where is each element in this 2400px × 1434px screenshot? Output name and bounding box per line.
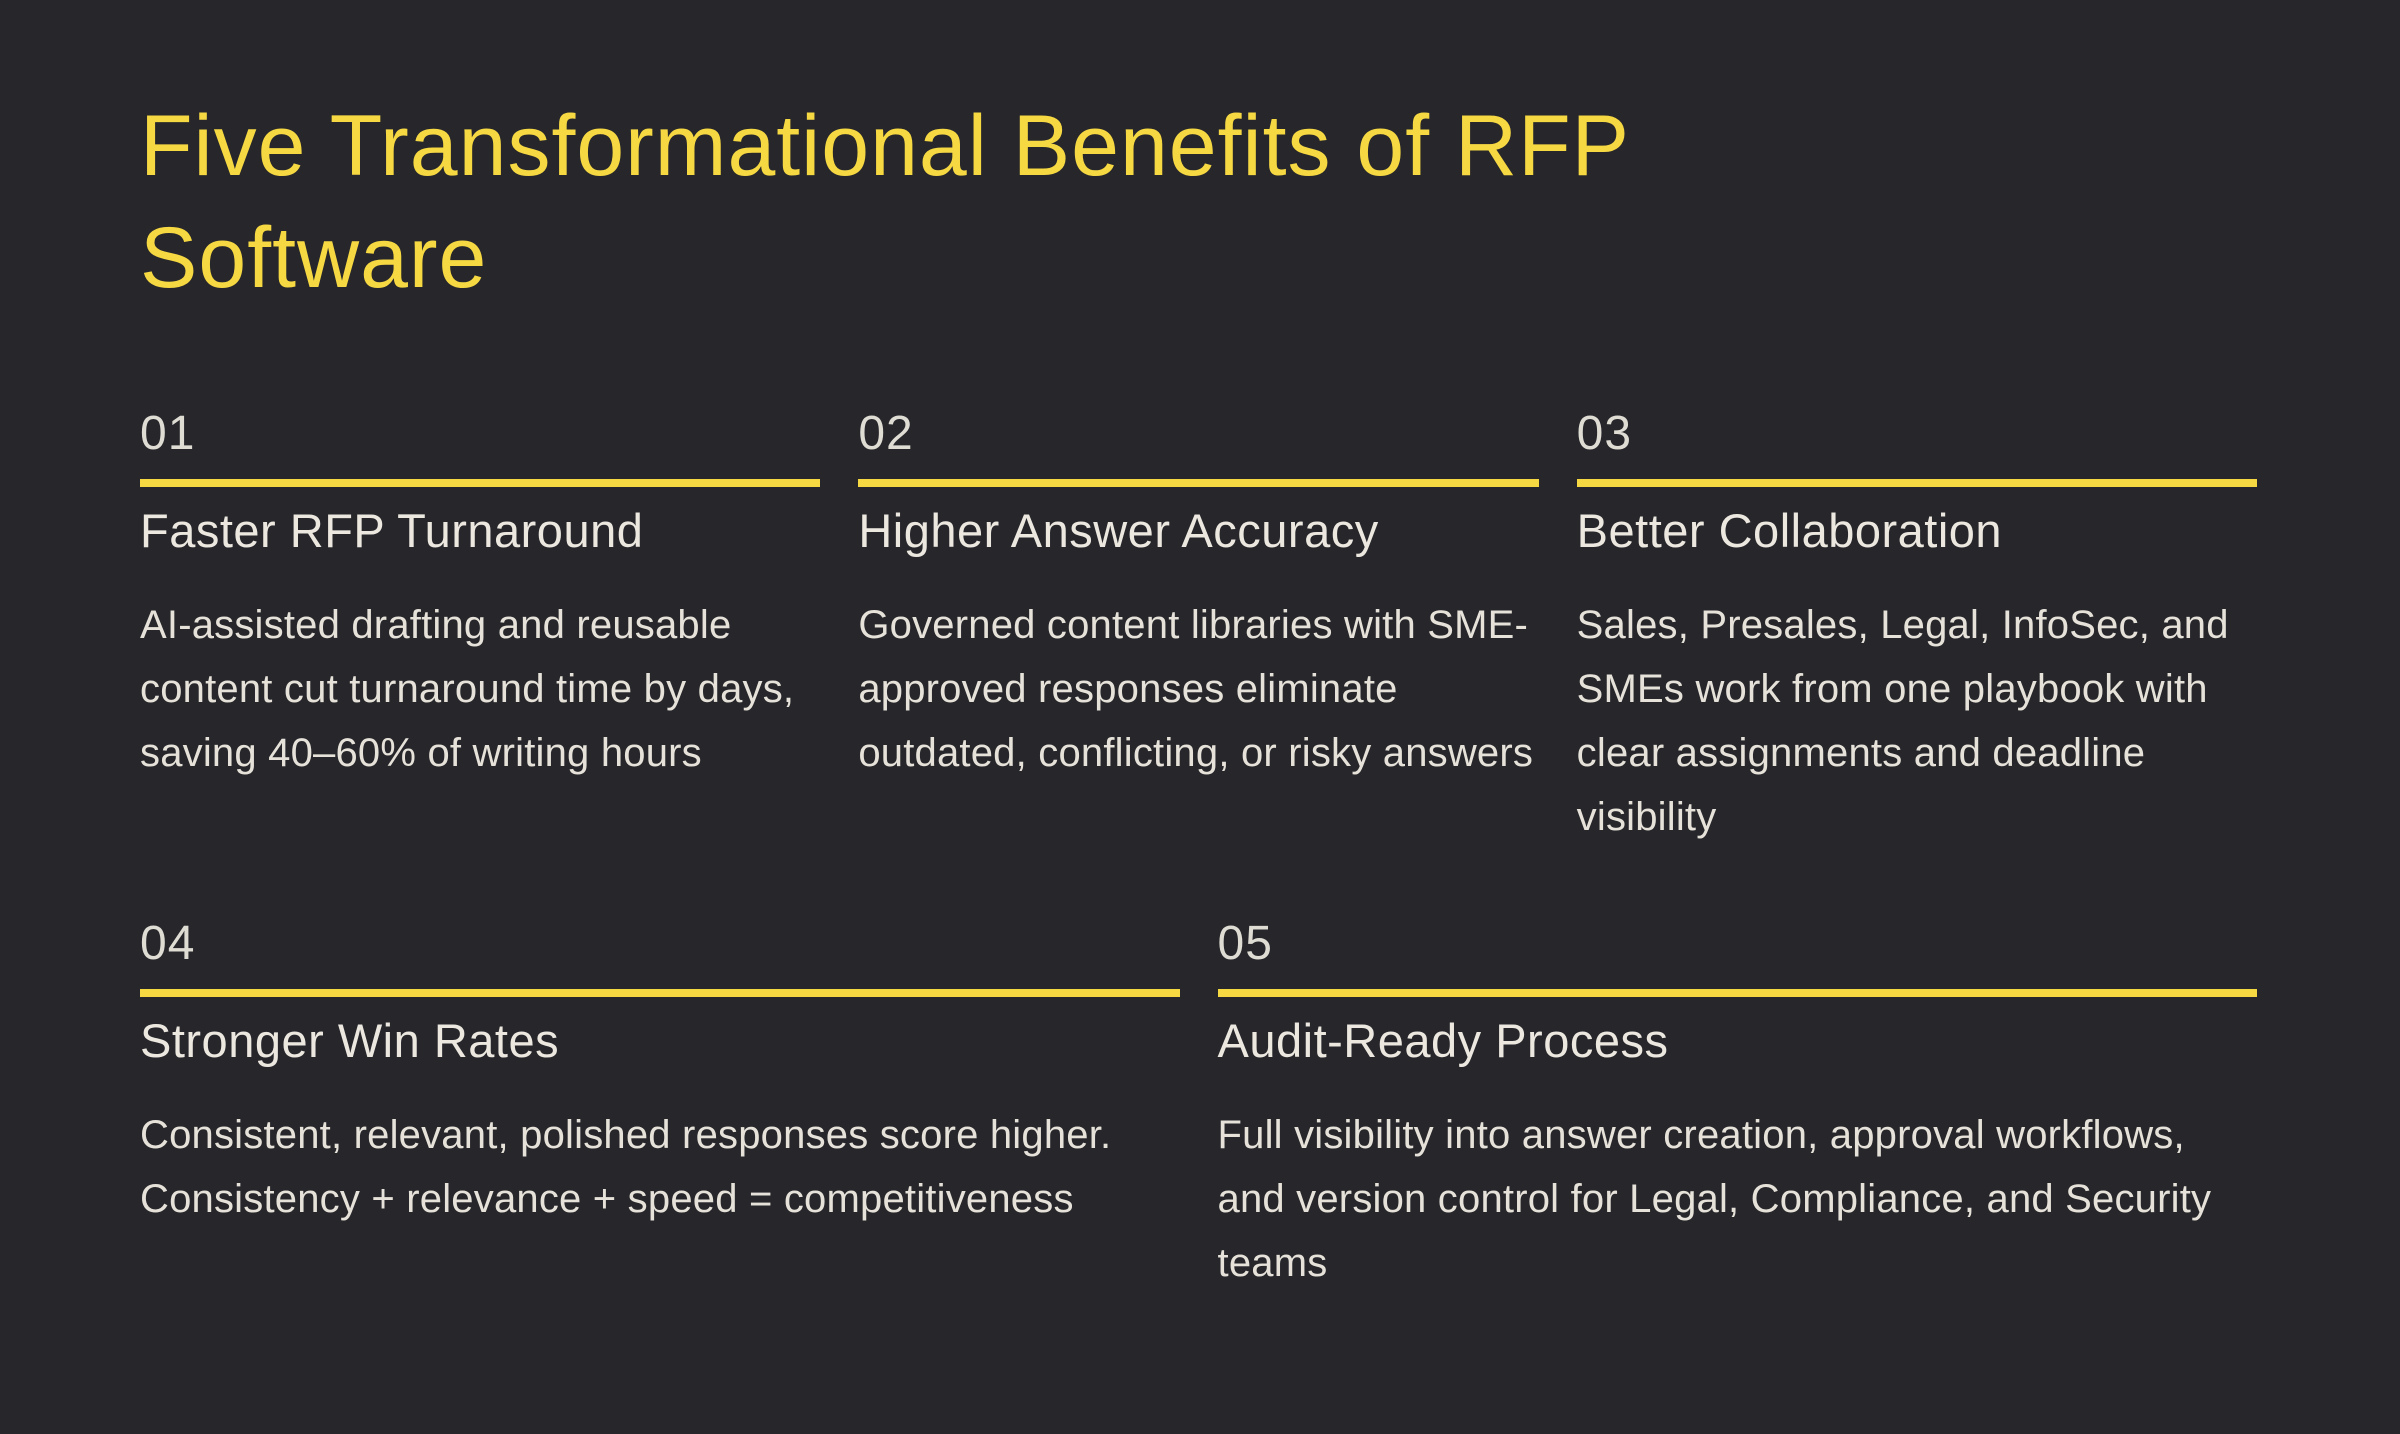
benefit-description: Sales, Presales, Legal, InfoSec, and SME…: [1576, 603, 2229, 839]
benefit-number: 01: [140, 407, 196, 460]
benefit-card-04: 04 Stronger Win Rates Consistent, releva…: [140, 920, 1180, 1295]
benefit-description: Governed content libraries with SME-appr…: [858, 603, 1534, 775]
accent-divider: [140, 989, 1180, 997]
benefit-card-01: 01 Faster RFP Turnaround AI-assisted dra…: [140, 407, 821, 849]
benefit-description: AI-assisted drafting and reusable conten…: [140, 603, 795, 775]
benefit-heading: Better Collaboration: [1576, 504, 2003, 557]
benefit-number: 02: [858, 407, 914, 460]
benefit-number: 04: [140, 917, 196, 970]
page-title: Five Transformational Benefits of RFP So…: [140, 98, 1629, 306]
benefits-row-top: 01 Faster RFP Turnaround AI-assisted dra…: [140, 410, 2257, 849]
benefit-card-05: 05 Audit-Ready Process Full visibility i…: [1217, 917, 2257, 1295]
benefit-heading: Audit-Ready Process: [1217, 1014, 1669, 1067]
accent-divider: [1217, 989, 2257, 997]
benefit-number: 03: [1576, 407, 1633, 460]
benefit-heading: Higher Answer Accuracy: [858, 504, 1379, 557]
benefit-heading: Stronger Win Rates: [140, 1014, 560, 1067]
benefit-heading: Faster RFP Turnaround: [140, 504, 644, 557]
benefit-card-03: 03 Better Collaboration Sales, Presales,…: [1576, 407, 2257, 849]
accent-divider: [858, 479, 1539, 487]
benefit-description: Consistent, relevant, polished responses…: [140, 1113, 1112, 1221]
benefit-number: 05: [1217, 917, 1273, 970]
benefit-description: Full visibility into answer creation, ap…: [1217, 1113, 2212, 1285]
accent-divider: [1576, 479, 2257, 487]
benefit-card-02: 02 Higher Answer Accuracy Governed conte…: [858, 407, 1539, 849]
accent-divider: [140, 479, 821, 487]
benefits-row-bottom: 04 Stronger Win Rates Consistent, releva…: [140, 920, 2257, 1295]
